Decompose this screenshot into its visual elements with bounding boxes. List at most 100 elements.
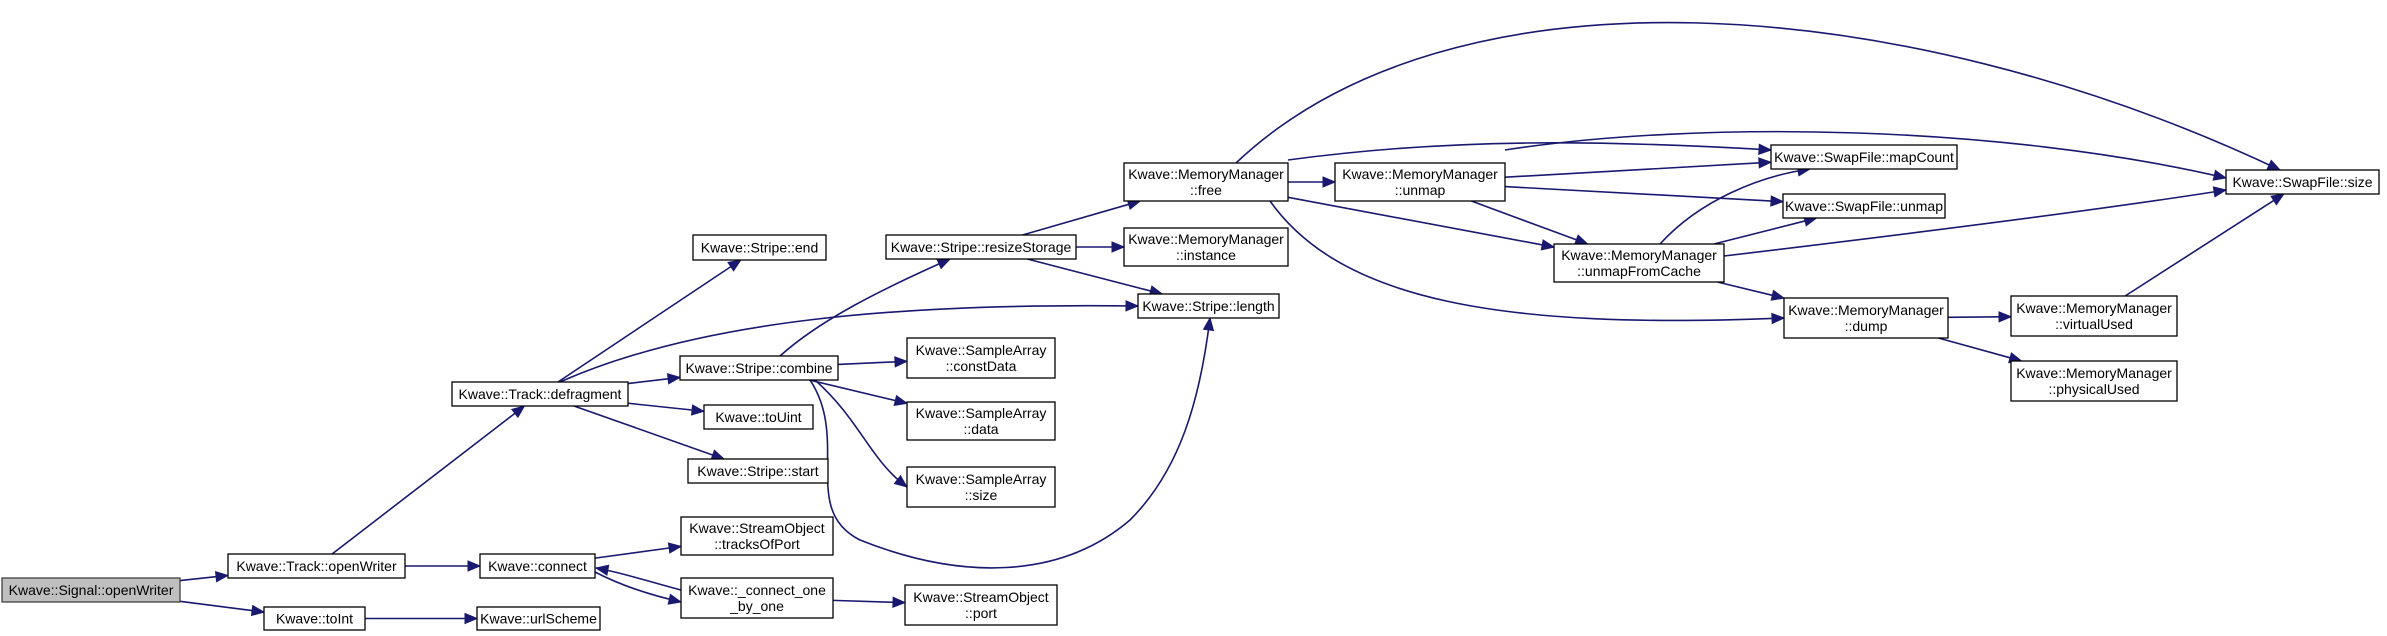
node-label-stripe_length-0: Kwave::Stripe::length (1142, 298, 1274, 314)
node-box-memorymanager_virtualused[interactable] (2010, 295, 2178, 337)
node-stripe_length[interactable]: Kwave::Stripe::length (1137, 293, 1280, 319)
node-touint[interactable]: Kwave::toUint (703, 404, 814, 430)
edge-memorymanager_virtualused-to-swapfile_size (2124, 199, 2276, 297)
node-label-samplearray_size-0: Kwave::SampleArray (916, 471, 1047, 487)
node-label-samplearray_size-1: ::size (965, 487, 998, 503)
node-signal_openwriter[interactable]: Kwave::Signal::openWriter (1, 577, 181, 603)
node-label-samplearray_constdata-0: Kwave::SampleArray (916, 342, 1047, 358)
edge-memorymanager_unmap-to-swapfile_unmap (1504, 185, 1773, 202)
node-box-streamobject_tracksofport[interactable] (680, 516, 834, 556)
node-label-memorymanager_virtualused-1: ::virtualUsed (2055, 316, 2133, 332)
node-box-toint[interactable] (263, 606, 366, 631)
node-label-streamobject_tracksofport-0: Kwave::StreamObject (689, 520, 824, 536)
node-box-stripe_start[interactable] (687, 458, 829, 484)
node-memorymanager_instance[interactable]: Kwave::MemoryManager::instance (1123, 227, 1289, 267)
node-box-connect[interactable] (479, 553, 596, 579)
node-streamobject_port[interactable]: Kwave::StreamObject::port (904, 584, 1058, 626)
node-box-signal_openwriter[interactable] (1, 577, 181, 603)
node-samplearray_data[interactable]: Kwave::SampleArray::data (906, 401, 1056, 441)
node-stripe_combine[interactable]: Kwave::Stripe::combine (679, 355, 839, 381)
arrowhead-memorymanager_free-to-swapfile_size (2266, 159, 2282, 171)
node-box-stripe_end[interactable] (692, 234, 827, 261)
edge-memorymanager_unmap-to-swapfile_size (1504, 130, 2227, 179)
node-box-stripe_resizestorage[interactable] (885, 234, 1077, 260)
edge-signal_openwriter-to-toint (179, 600, 254, 612)
arrowhead-memorymanager_unmapfromcache-to-memorymanager_dump (1770, 289, 1786, 301)
node-toint[interactable]: Kwave::toInt (263, 606, 366, 631)
node-label-memorymanager_dump-0: Kwave::MemoryManager (1788, 302, 1944, 318)
node-swapfile_size[interactable]: Kwave::SwapFile::size (2225, 169, 2380, 195)
node-label-memorymanager_virtualused-0: Kwave::MemoryManager (2016, 300, 2172, 316)
node-box-touint[interactable] (703, 404, 814, 430)
node-box-samplearray_size[interactable] (906, 466, 1056, 508)
node-box-memorymanager_instance[interactable] (1123, 227, 1289, 267)
node-memorymanager_dump[interactable]: Kwave::MemoryManager::dump (1783, 297, 1949, 339)
node-box-urlscheme[interactable] (476, 606, 601, 631)
node-box-swapfile_size[interactable] (2225, 169, 2380, 195)
edge-connect_one_by_one-to-streamobject_port (832, 599, 895, 604)
node-swapfile_unmap[interactable]: Kwave::SwapFile::unmap (1782, 193, 1946, 219)
node-stripe_start[interactable]: Kwave::Stripe::start (687, 458, 829, 484)
arrowhead-memorymanager_unmap-to-swapfile_mapcount (1758, 157, 1773, 169)
node-box-stripe_combine[interactable] (679, 355, 839, 381)
node-label-stripe_combine-0: Kwave::Stripe::combine (685, 360, 832, 376)
edge-stripe_combine-to-stripe_resizestorage (779, 258, 951, 357)
node-stripe_end[interactable]: Kwave::Stripe::end (692, 234, 827, 261)
node-samplearray_size[interactable]: Kwave::SampleArray::size (906, 466, 1056, 508)
node-box-stripe_length[interactable] (1137, 293, 1280, 319)
node-memorymanager_unmap[interactable]: Kwave::MemoryManager::unmap (1334, 162, 1506, 202)
arrowhead-signal_openwriter-to-track_openwriter (214, 571, 230, 583)
node-memorymanager_virtualused[interactable]: Kwave::MemoryManager::virtualUsed (2010, 295, 2178, 337)
edge-stripe_resizestorage-to-stripe_length (1027, 258, 1152, 293)
node-box-memorymanager_dump[interactable] (1783, 297, 1949, 339)
node-label-memorymanager_free-0: Kwave::MemoryManager (1128, 166, 1284, 182)
node-label-toint-0: Kwave::toInt (276, 611, 353, 627)
arrowhead-track_defragment-to-stripe_length (1125, 300, 1140, 312)
edge-stripe_combine-to-samplearray_size (814, 379, 908, 488)
node-box-connect_one_by_one[interactable] (680, 577, 834, 619)
node-track_openwriter[interactable]: Kwave::Track::openWriter (227, 553, 406, 579)
edge-signal_openwriter-to-track_openwriter (179, 575, 218, 582)
node-label-streamobject_port-0: Kwave::StreamObject (913, 589, 1048, 605)
node-label-track_openwriter-0: Kwave::Track::openWriter (236, 558, 397, 574)
node-label-memorymanager_instance-1: ::instance (1176, 247, 1236, 263)
node-label-memorymanager_free-1: ::free (1190, 182, 1222, 198)
arrowhead-memorymanager_unmap-to-memorymanager_unmapfromcache (1573, 234, 1589, 246)
node-label-signal_openwriter-0: Kwave::Signal::openWriter (9, 582, 174, 598)
node-swapfile_mapcount[interactable]: Kwave::SwapFile::mapCount (1770, 144, 1958, 170)
node-box-memorymanager_free[interactable] (1123, 162, 1289, 202)
node-box-streamobject_port[interactable] (904, 584, 1058, 626)
arrowhead-stripe_combine-to-samplearray_size (893, 474, 909, 488)
node-label-memorymanager_instance-0: Kwave::MemoryManager (1128, 231, 1284, 247)
node-box-samplearray_data[interactable] (906, 401, 1056, 441)
node-label-urlscheme-0: Kwave::urlScheme (480, 611, 597, 627)
node-label-samplearray_constdata-1: ::constData (946, 358, 1017, 374)
edge-track_openwriter-to-track_defragment (331, 412, 517, 555)
node-box-swapfile_unmap[interactable] (1782, 193, 1946, 219)
edge-track_defragment-to-stripe_end (557, 265, 733, 383)
node-connect[interactable]: Kwave::connect (479, 553, 596, 579)
node-box-memorymanager_unmapfromcache[interactable] (1553, 243, 1725, 283)
node-box-memorymanager_physicalused[interactable] (2010, 360, 2178, 402)
node-memorymanager_free[interactable]: Kwave::MemoryManager::free (1123, 162, 1289, 202)
node-label-connect_one_by_one-0: Kwave::_connect_one (688, 582, 826, 598)
arrowhead-toint-to-urlscheme (464, 612, 479, 625)
node-urlscheme[interactable]: Kwave::urlScheme (476, 606, 601, 631)
arrowhead-connect-to-streamobject_tracksofport (667, 542, 683, 554)
node-box-samplearray_constdata[interactable] (906, 337, 1056, 379)
node-label-samplearray_data-1: ::data (963, 421, 998, 437)
node-box-memorymanager_unmap[interactable] (1334, 162, 1506, 202)
node-samplearray_constdata[interactable]: Kwave::SampleArray::constData (906, 337, 1056, 379)
node-connect_one_by_one[interactable]: Kwave::_connect_one_by_one (680, 577, 834, 619)
edge-memorymanager_unmapfromcache-to-swapfile_unmap (1713, 219, 1807, 245)
edge-memorymanager_unmap-to-swapfile_mapcount (1504, 162, 1761, 179)
node-memorymanager_physicalused[interactable]: Kwave::MemoryManager::physicalUsed (2010, 360, 2178, 402)
edge-memorymanager_unmapfromcache-to-swapfile_size (1723, 189, 2227, 257)
node-streamobject_tracksofport[interactable]: Kwave::StreamObject::tracksOfPort (680, 516, 834, 556)
node-box-track_defragment[interactable] (451, 381, 629, 407)
node-track_defragment[interactable]: Kwave::Track::defragment (451, 381, 629, 407)
node-memorymanager_unmapfromcache[interactable]: Kwave::MemoryManager::unmapFromCache (1553, 243, 1725, 283)
node-stripe_resizestorage[interactable]: Kwave::Stripe::resizeStorage (885, 234, 1077, 260)
node-box-track_openwriter[interactable] (227, 553, 406, 579)
node-box-swapfile_mapcount[interactable] (1770, 144, 1958, 170)
